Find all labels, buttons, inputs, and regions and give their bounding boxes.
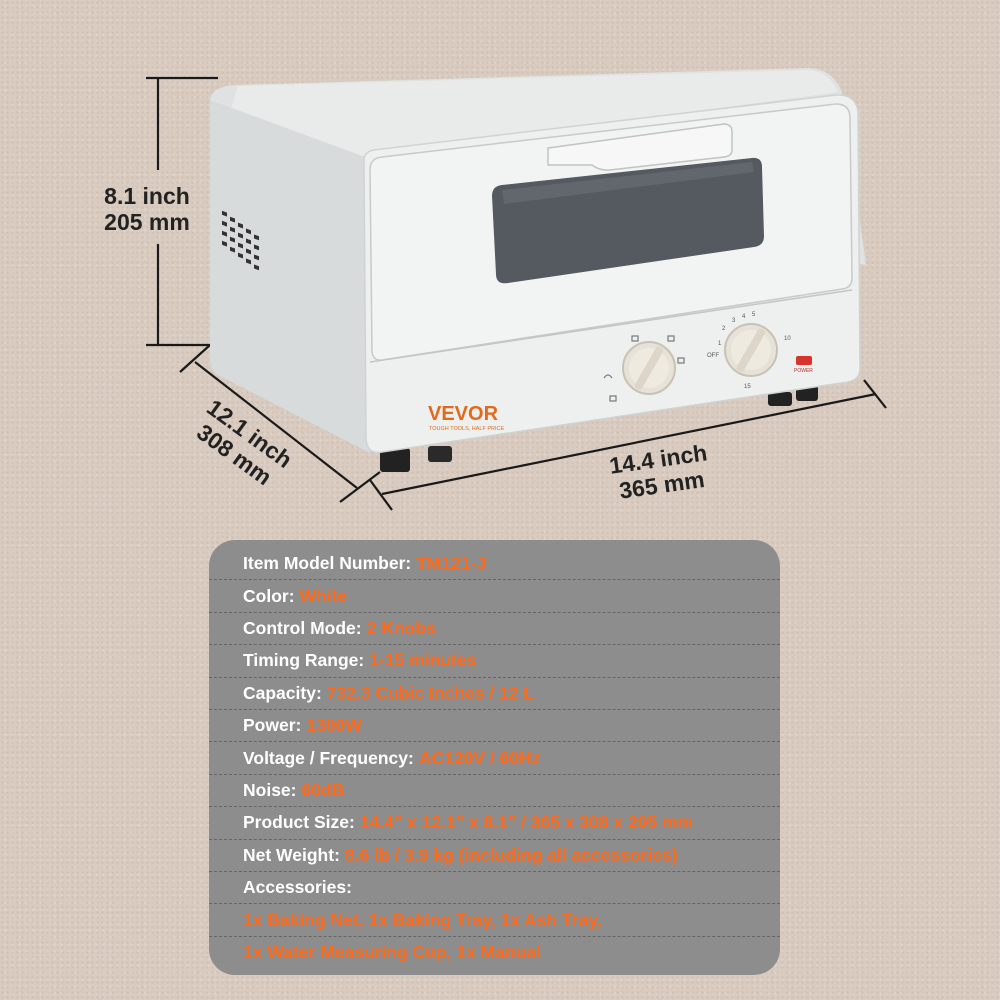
height-mm: 205 mm — [104, 209, 190, 235]
door-handle — [547, 123, 733, 171]
width-dimension-line — [369, 379, 887, 511]
power-indicator-light — [796, 356, 812, 365]
function-knob — [622, 341, 676, 395]
spec-value: 1x Baking Net, 1x Baking Tray, 1x Ash Tr… — [243, 909, 602, 930]
spec-key: Control Mode: — [243, 617, 362, 638]
timer-mark-off: OFF — [707, 353, 719, 359]
spec-value: 14.4" x 12.1" x 8.1" / 365 x 308 x 205 m… — [359, 812, 694, 833]
product-image-area: OFF 1 2 3 4 5 10 15 POWER VEVOR TOUGH TO… — [92, 68, 887, 511]
spec-row-accessories-line2: 1x Water Measuring Cup, 1x Manual — [209, 937, 780, 969]
side-vent — [222, 210, 259, 271]
spec-value: TM121-J — [416, 553, 487, 574]
spec-row-color: Color: White — [209, 580, 780, 613]
timer-mark-4: 4 — [742, 314, 746, 320]
oven-foot — [428, 446, 452, 462]
spec-row-accessories-line1: 1x Baking Net, 1x Baking Tray, 1x Ash Tr… — [209, 904, 780, 937]
spec-value: 732.3 Cubic Inches / 12 L — [326, 682, 534, 703]
timer-knob — [724, 323, 778, 377]
spec-value: 1-15 minutes — [369, 650, 477, 671]
depth-dimension-line — [179, 344, 381, 503]
height-dimension-label: 8.1 inch 205 mm — [92, 183, 202, 235]
function-dial-icons — [603, 335, 685, 402]
spec-row-product-size: Product Size: 14.4" x 12.1" x 8.1" / 365… — [209, 807, 780, 840]
spec-key: Noise: — [243, 779, 297, 800]
spec-value: White — [299, 585, 348, 606]
brand-tagline: TOUGH TOOLS, HALF PRICE — [429, 426, 505, 432]
spec-key: Capacity: — [243, 682, 322, 703]
spec-row-net-weight: Net Weight: 8.6 lb / 3.9 kg (including a… — [209, 840, 780, 872]
height-inch: 8.1 inch — [104, 183, 190, 209]
spec-value: 1300W — [306, 715, 362, 736]
height-dimension-line — [146, 76, 218, 347]
spec-row-capacity: Capacity: 732.3 Cubic Inches / 12 L — [209, 678, 780, 710]
spec-row-model: Item Model Number: TM121-J — [209, 548, 780, 581]
spec-value: 60dB — [301, 779, 345, 800]
spec-key: Accessories: — [243, 877, 352, 898]
spec-value: 2 Knobs — [366, 617, 436, 638]
timer-mark-10: 10 — [784, 336, 791, 342]
dimension-diagram: OFF 1 2 3 4 5 10 15 POWER VEVOR TOUGH TO… — [146, 68, 887, 511]
spec-row-timing-range: Timing Range: 1-15 minutes — [209, 645, 780, 678]
spec-row-noise: Noise: 60dB — [209, 775, 780, 808]
spec-row-accessories: Accessories: — [209, 872, 780, 905]
spec-key: Item Model Number: — [243, 553, 412, 574]
spec-key: Timing Range: — [243, 650, 365, 671]
spec-key: Power: — [243, 715, 302, 736]
timer-mark-2: 2 — [722, 326, 726, 332]
spec-key: Voltage / Frequency: — [243, 747, 414, 768]
spec-row-control-mode: Control Mode: 2 Knobs — [209, 613, 780, 646]
oven-foot — [380, 448, 410, 472]
spec-row-voltage: Voltage / Frequency: AC120V / 60Hz — [209, 742, 780, 775]
toaster-oven-illustration: OFF 1 2 3 4 5 10 15 POWER VEVOR TOUGH TO… — [210, 68, 866, 472]
timer-mark-3: 3 — [732, 318, 736, 324]
spec-key: Net Weight: — [243, 844, 340, 865]
brand-logo: VEVOR — [428, 403, 499, 425]
spec-row-power: Power: 1300W — [209, 710, 780, 743]
spec-value: 1x Water Measuring Cup, 1x Manual — [243, 942, 541, 963]
timer-mark-5: 5 — [752, 312, 756, 318]
spec-key: Color: — [243, 585, 295, 606]
spec-panel: Item Model Number: TM121-J Color: White … — [209, 540, 780, 975]
timer-mark-1: 1 — [718, 341, 722, 347]
power-label: POWER — [794, 368, 813, 374]
spec-value: 8.6 lb / 3.9 kg (including all accessori… — [344, 844, 678, 865]
spec-key: Product Size: — [243, 812, 355, 833]
oven-foot — [768, 392, 792, 406]
spec-value: AC120V / 60Hz — [418, 747, 541, 768]
timer-mark-15: 15 — [744, 384, 751, 390]
